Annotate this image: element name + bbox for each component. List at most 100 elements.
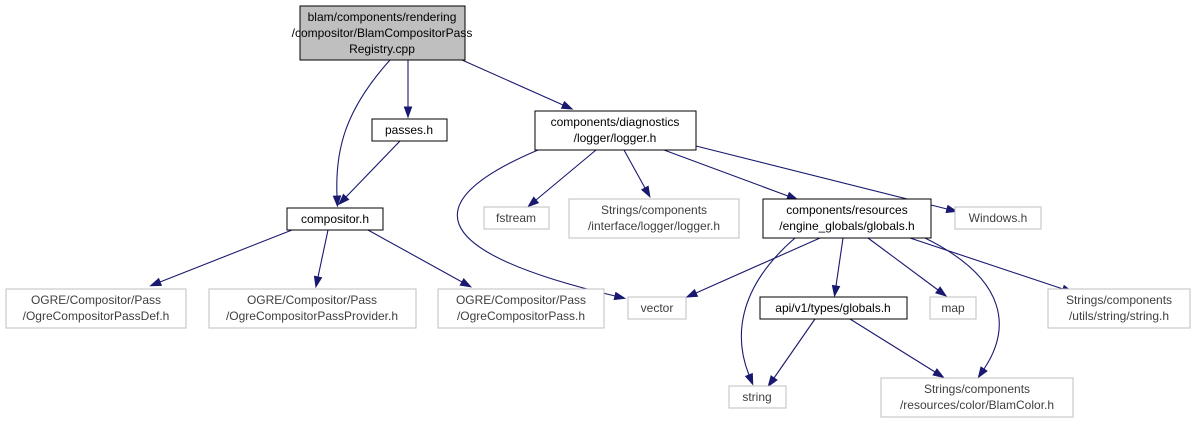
edge-logger-to-vector <box>456 149 627 301</box>
edge-arrowhead <box>338 193 350 206</box>
node-label-line: OGRE/Compositor/Pass <box>31 293 161 307</box>
node-label-line: api/v1/types/globals.h <box>775 301 890 315</box>
edge-line <box>773 318 816 379</box>
node-label-line: /interface/logger/logger.h <box>588 219 720 233</box>
node-label-line: string <box>742 390 771 404</box>
edge-eng_globals-to-string <box>740 237 796 386</box>
node-ogre-compositor-pass-provider-h: OGRE/Compositor/Pass /OgreCompositorPass… <box>208 288 417 329</box>
node-engine-globals-h[interactable]: components/resources /engine_globals/glo… <box>762 198 932 239</box>
edge-arrowhead <box>403 106 413 119</box>
edge-compositor-to-ogre_pass <box>367 229 473 288</box>
node-label-line: /utils/string/string.h <box>1069 309 1169 323</box>
edge-line <box>345 140 401 198</box>
edge-line <box>849 318 936 373</box>
node-ogre-compositor-pass-def-h: OGRE/Compositor/Pass /OgreCompositorPass… <box>5 288 187 329</box>
edge-arrowhead <box>527 196 540 208</box>
edge-api_globals-to-blamcolor <box>849 318 945 379</box>
edge-passes-to-compositor <box>338 140 401 206</box>
edge-root-to-logger <box>461 59 574 110</box>
edge-line <box>367 229 463 283</box>
edge-line <box>456 149 616 297</box>
node-passes-h[interactable]: passes.h <box>371 118 448 142</box>
node-label-line: /compositor/BlamCompositorPass <box>292 26 473 40</box>
edge-arrowhead <box>786 191 799 200</box>
edge-line <box>461 59 564 106</box>
node-label-line: passes.h <box>385 123 433 137</box>
node-label-line: /logger/logger.h <box>574 131 657 145</box>
edge-arrowhead <box>831 284 841 298</box>
edge-eng_globals-to-vector <box>685 237 821 298</box>
node-vector: vector <box>627 296 687 320</box>
node-label-line: components/diagnostics <box>551 115 680 129</box>
edge-arrowhead <box>149 277 163 287</box>
node-logger-h[interactable]: components/diagnostics /logger/logger.h <box>534 110 697 151</box>
edge-line <box>867 237 939 291</box>
edge-line <box>909 237 1064 290</box>
edge-line <box>623 149 646 189</box>
node-label-line: /OgreCompositorPassProvider.h <box>226 309 398 323</box>
edge-arrowhead <box>560 100 574 110</box>
node-label-line: compositor.h <box>301 212 369 226</box>
node-api-v1-types-globals-h[interactable]: api/v1/types/globals.h <box>759 296 908 320</box>
edge-arrowhead <box>313 275 323 289</box>
edge-arrowhead <box>977 366 988 379</box>
edge-root-to-passes <box>403 60 413 119</box>
node-label-line: /OgreCompositorPassDef.h <box>23 309 170 323</box>
node-label-line: Registry.cpp <box>349 42 415 56</box>
edge-eng_globals-to-map <box>867 237 948 297</box>
edge-compositor-to-ogre_provider <box>313 229 329 289</box>
node-label-line: vector <box>641 301 674 315</box>
edge-line <box>336 59 391 197</box>
edge-arrowhead <box>640 185 651 199</box>
node-label-line: Windows.h <box>969 211 1028 225</box>
edge-line <box>924 237 1000 370</box>
edge-arrowhead <box>935 286 948 297</box>
edge-logger-to-str_logger <box>623 149 651 199</box>
node-label-line: Strings/components <box>924 382 1030 396</box>
edge-line <box>535 149 597 201</box>
edge-line <box>835 237 844 287</box>
node-label-line: fstream <box>496 211 536 225</box>
edge-api_globals-to-string <box>767 318 816 388</box>
edge-line <box>317 229 329 278</box>
node-compositor-h[interactable]: compositor.h <box>286 207 384 231</box>
edge-arrowhead <box>613 291 627 301</box>
node-label-line: components/resources <box>786 203 907 217</box>
edge-eng_globals-to-str_string <box>909 237 1074 293</box>
node-fstream: fstream <box>483 206 550 230</box>
node-map: map <box>929 296 977 320</box>
edge-eng_globals-to-api_globals <box>831 237 844 298</box>
node-label-line: Strings/components <box>1066 293 1172 307</box>
node-label-line: OGRE/Compositor/Pass <box>247 293 377 307</box>
node-string: string <box>728 385 787 409</box>
edge-eng_globals-to-blamcolor <box>924 237 1000 379</box>
edge-line <box>663 149 789 197</box>
node-blam-compositor-pass-registry-cpp: blam/components/rendering /compositor/Bl… <box>292 5 473 61</box>
edge-arrowhead <box>685 288 699 298</box>
edge-line <box>159 229 293 283</box>
edge-logger-to-eng_globals <box>663 149 799 200</box>
edge-root-to-compositor <box>332 59 391 208</box>
node-label-line: /resources/color/BlamColor.h <box>900 398 1054 412</box>
edges-layer <box>149 59 1074 388</box>
edge-arrowhead <box>932 368 945 379</box>
edge-line <box>695 237 821 294</box>
node-ogre-compositor-pass-h: OGRE/Compositor/Pass /OgreCompositorPass… <box>437 288 605 329</box>
edge-line <box>740 237 796 376</box>
node-label-line: Strings/components <box>601 203 707 217</box>
node-strings-blamcolor-h: Strings/components /resources/color/Blam… <box>880 377 1074 418</box>
nodes-layer: blam/components/rendering /compositor/Bl… <box>5 5 1191 418</box>
node-label-line: map <box>941 301 965 315</box>
edge-arrowhead <box>459 277 473 288</box>
node-label-line: OGRE/Compositor/Pass <box>456 293 586 307</box>
edge-arrowhead <box>767 375 778 388</box>
edge-arrowhead <box>945 204 959 214</box>
node-label-line: blam/components/rendering <box>308 10 457 24</box>
node-strings-interface-logger-h: Strings/components /interface/logger/log… <box>568 198 740 239</box>
edge-arrowhead <box>744 372 754 386</box>
edge-compositor-to-ogre_def <box>149 229 293 287</box>
edge-arrowhead <box>332 195 342 208</box>
node-label-line: /engine_globals/globals.h <box>779 219 914 233</box>
edge-logger-to-fstream <box>527 149 597 208</box>
